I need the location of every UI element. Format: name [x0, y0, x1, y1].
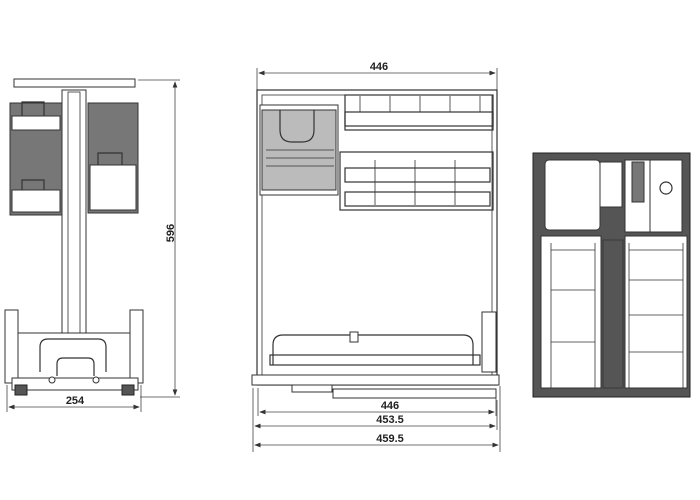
- bottom-basket: [269, 311, 497, 373]
- slide-runner: [332, 388, 497, 399]
- bottom-width-dimension-459-5: 459.5: [376, 433, 404, 445]
- wire-shelf-lower: [339, 151, 494, 211]
- basket-right: [87, 102, 139, 214]
- base-rail: [251, 374, 500, 386]
- bin-top-left: [544, 159, 601, 231]
- side-width-dimension-label: 254: [66, 395, 85, 407]
- bin-bottom-left: [540, 235, 602, 389]
- side-view: 596 254: [4, 78, 180, 412]
- bin-bottom-right: [624, 235, 688, 389]
- bottom-width-dimension-446: 446: [381, 400, 399, 412]
- height-dimension-label: 596: [165, 224, 177, 242]
- bottom-width-dimension-453-5: 453.5: [376, 414, 404, 426]
- top-view: [532, 152, 691, 398]
- front-view: 446 446: [251, 61, 501, 452]
- basket-left: [9, 101, 63, 216]
- base-frame: [4, 309, 144, 396]
- wire-shelf-upper: [344, 94, 494, 131]
- top-width-dimension-label: 446: [370, 61, 388, 73]
- storage-bin: [259, 104, 339, 196]
- mounting-bar: [13, 78, 136, 88]
